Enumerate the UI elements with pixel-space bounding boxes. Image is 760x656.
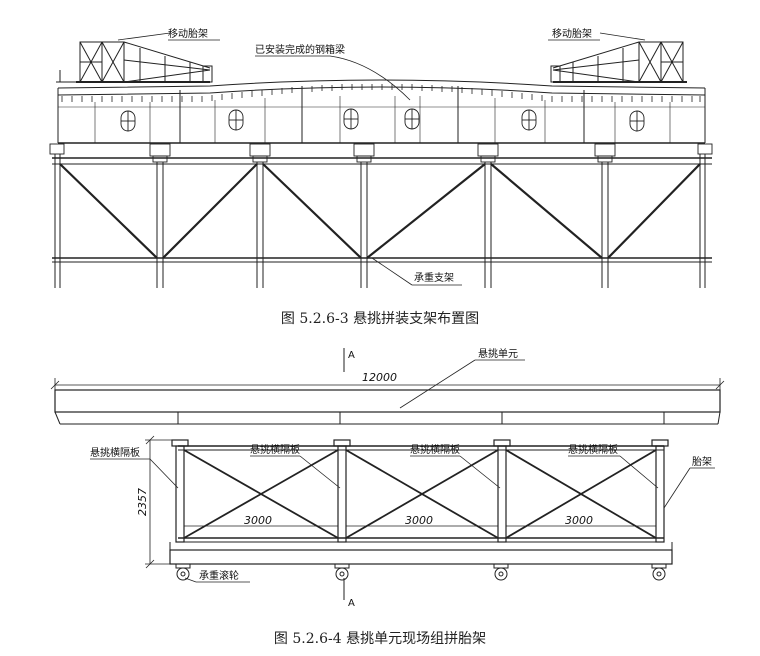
section-mark-bottom: A <box>348 598 355 609</box>
bay-dimension-2: 3000 <box>405 514 433 527</box>
right-moving-jig <box>550 41 687 83</box>
load-bearing-support <box>52 154 712 288</box>
diaphragm-label-1: 悬挑横隔板 <box>250 443 300 456</box>
figure-caption-2: 图 5.2.6-4 悬挑单元现场组拼胎架 <box>273 631 487 647</box>
height-dimension-label: 2357 <box>136 488 149 516</box>
bay-dimension-3: 3000 <box>565 514 593 527</box>
cantilever-unit-label: 悬挑单元 <box>478 347 518 360</box>
steel-box-girder <box>57 79 706 144</box>
cantilever-unit <box>54 389 721 425</box>
left-moving-jig <box>56 41 213 83</box>
figure-caption-1: 图 5.2.6-3 悬挑拼装支架布置图 <box>280 311 480 327</box>
box-girder-label: 已安装完成的钢箱梁 <box>255 43 345 56</box>
jig-label: 胎架 <box>692 455 712 468</box>
roller-label: 承重滚轮 <box>199 569 239 582</box>
height-dimension <box>145 435 175 569</box>
diaphragm-label-left: 悬挑横隔板 <box>90 446 140 459</box>
base-beam <box>169 542 673 565</box>
overall-length-label: 12000 <box>362 371 397 384</box>
bay-dimension-1: 3000 <box>244 514 272 527</box>
diaphragm-label-3: 悬挑横隔板 <box>568 443 618 456</box>
section-mark-top: A <box>348 350 355 361</box>
load-bearing-rollers <box>175 563 667 581</box>
support-label: 承重支架 <box>414 271 454 284</box>
support-layout-drawing: 移动胎架 移动胎架 已安装完成的钢箱梁 承重支架 <box>49 27 713 288</box>
diaphragm-label-2: 悬挑横隔板 <box>410 443 460 456</box>
support-caps <box>49 143 713 163</box>
left-moving-jig-label: 移动胎架 <box>168 27 208 40</box>
assembly-jig-truss <box>178 445 664 543</box>
right-moving-jig-label: 移动胎架 <box>552 27 592 40</box>
cantilever-jig-drawing: A A 悬挑单元 12000 2357 3000 3000 3000 悬挑横隔板… <box>50 347 725 609</box>
